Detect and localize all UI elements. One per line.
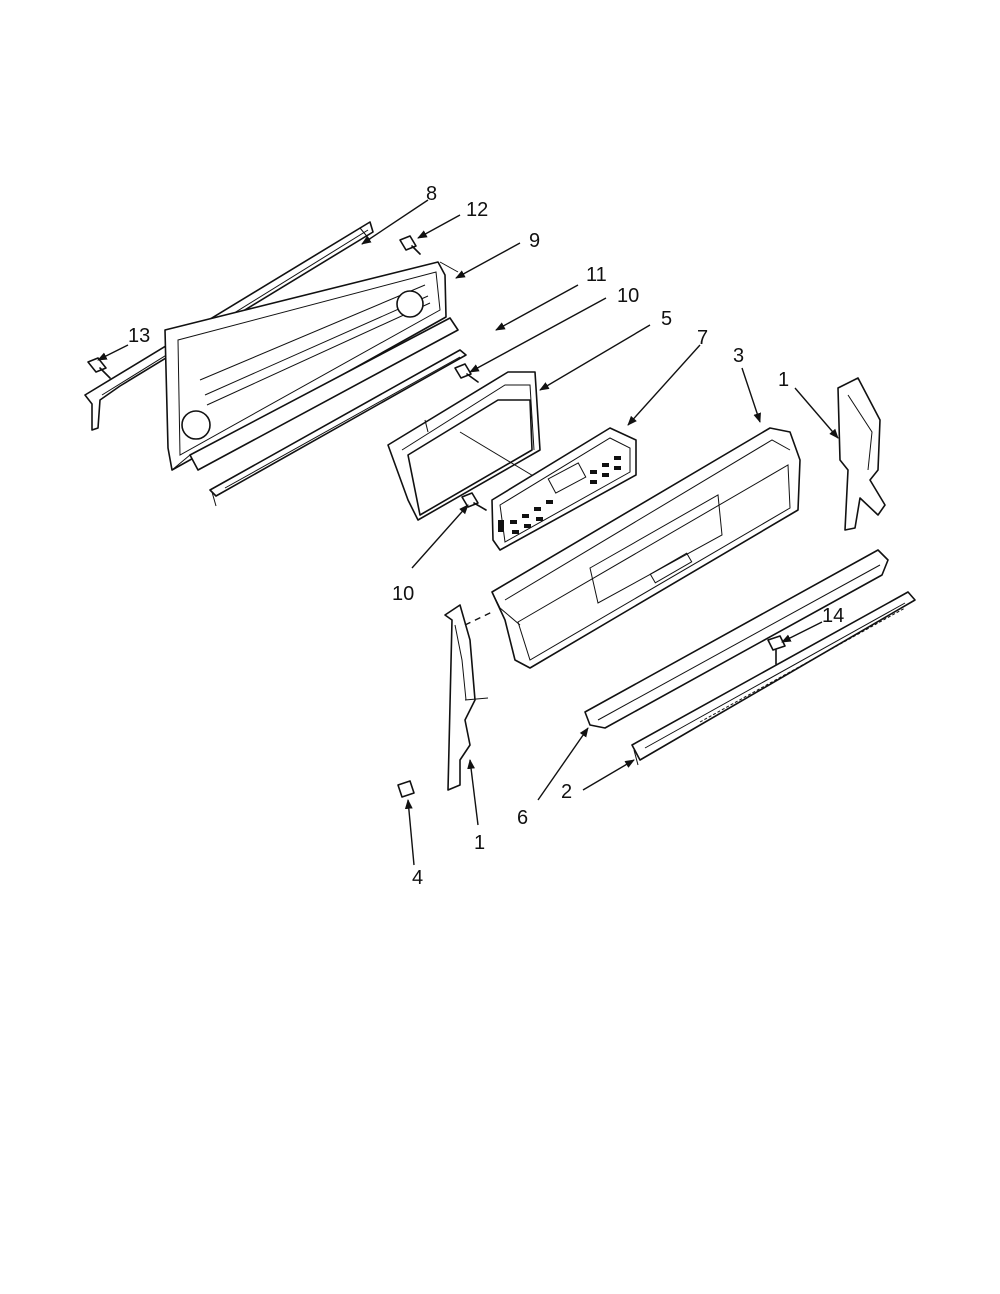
touchpad-keys [498,456,621,534]
screw-12 [399,235,421,255]
callout-2: 2 [561,781,572,803]
callout-1-right: 1 [778,369,789,391]
screw-10-lower [461,492,487,511]
callout-5: 5 [661,308,672,330]
callout-13: 13 [128,325,150,347]
part-1-end-cap-left [444,604,489,791]
callout-11: 11 [586,264,607,286]
callout-3: 3 [733,345,744,367]
callout-7: 7 [697,327,708,349]
callout-1-left: 1 [474,832,485,854]
screw-13 [87,357,111,379]
screw-14 [767,635,786,665]
part-5-control-box [387,371,541,521]
screw-4 [397,780,415,798]
callout-8: 8 [426,183,437,205]
callout-12: 12 [466,199,488,221]
callout-10-top: 10 [617,285,639,307]
part-6-trim-bar [584,549,889,729]
part-1-end-cap-right [837,377,886,531]
part-2-lower-rail [631,591,916,766]
part-9-rear-panel-frame [164,261,459,471]
assembly-dashed-line [464,611,493,626]
leader-lines [97,199,839,866]
part-7-control-board [491,427,637,551]
part-3-control-console [491,427,801,669]
callout-6: 6 [517,807,528,829]
part-11-rail [209,349,467,507]
callout-14: 14 [822,605,844,627]
callout-10-bottom: 10 [392,583,414,605]
screw-10-upper [454,363,479,383]
callout-labels: 8 12 9 11 10 5 7 3 1 13 10 14 6 2 1 4 [128,183,844,889]
callout-4: 4 [412,867,423,889]
callout-9: 9 [529,230,540,252]
